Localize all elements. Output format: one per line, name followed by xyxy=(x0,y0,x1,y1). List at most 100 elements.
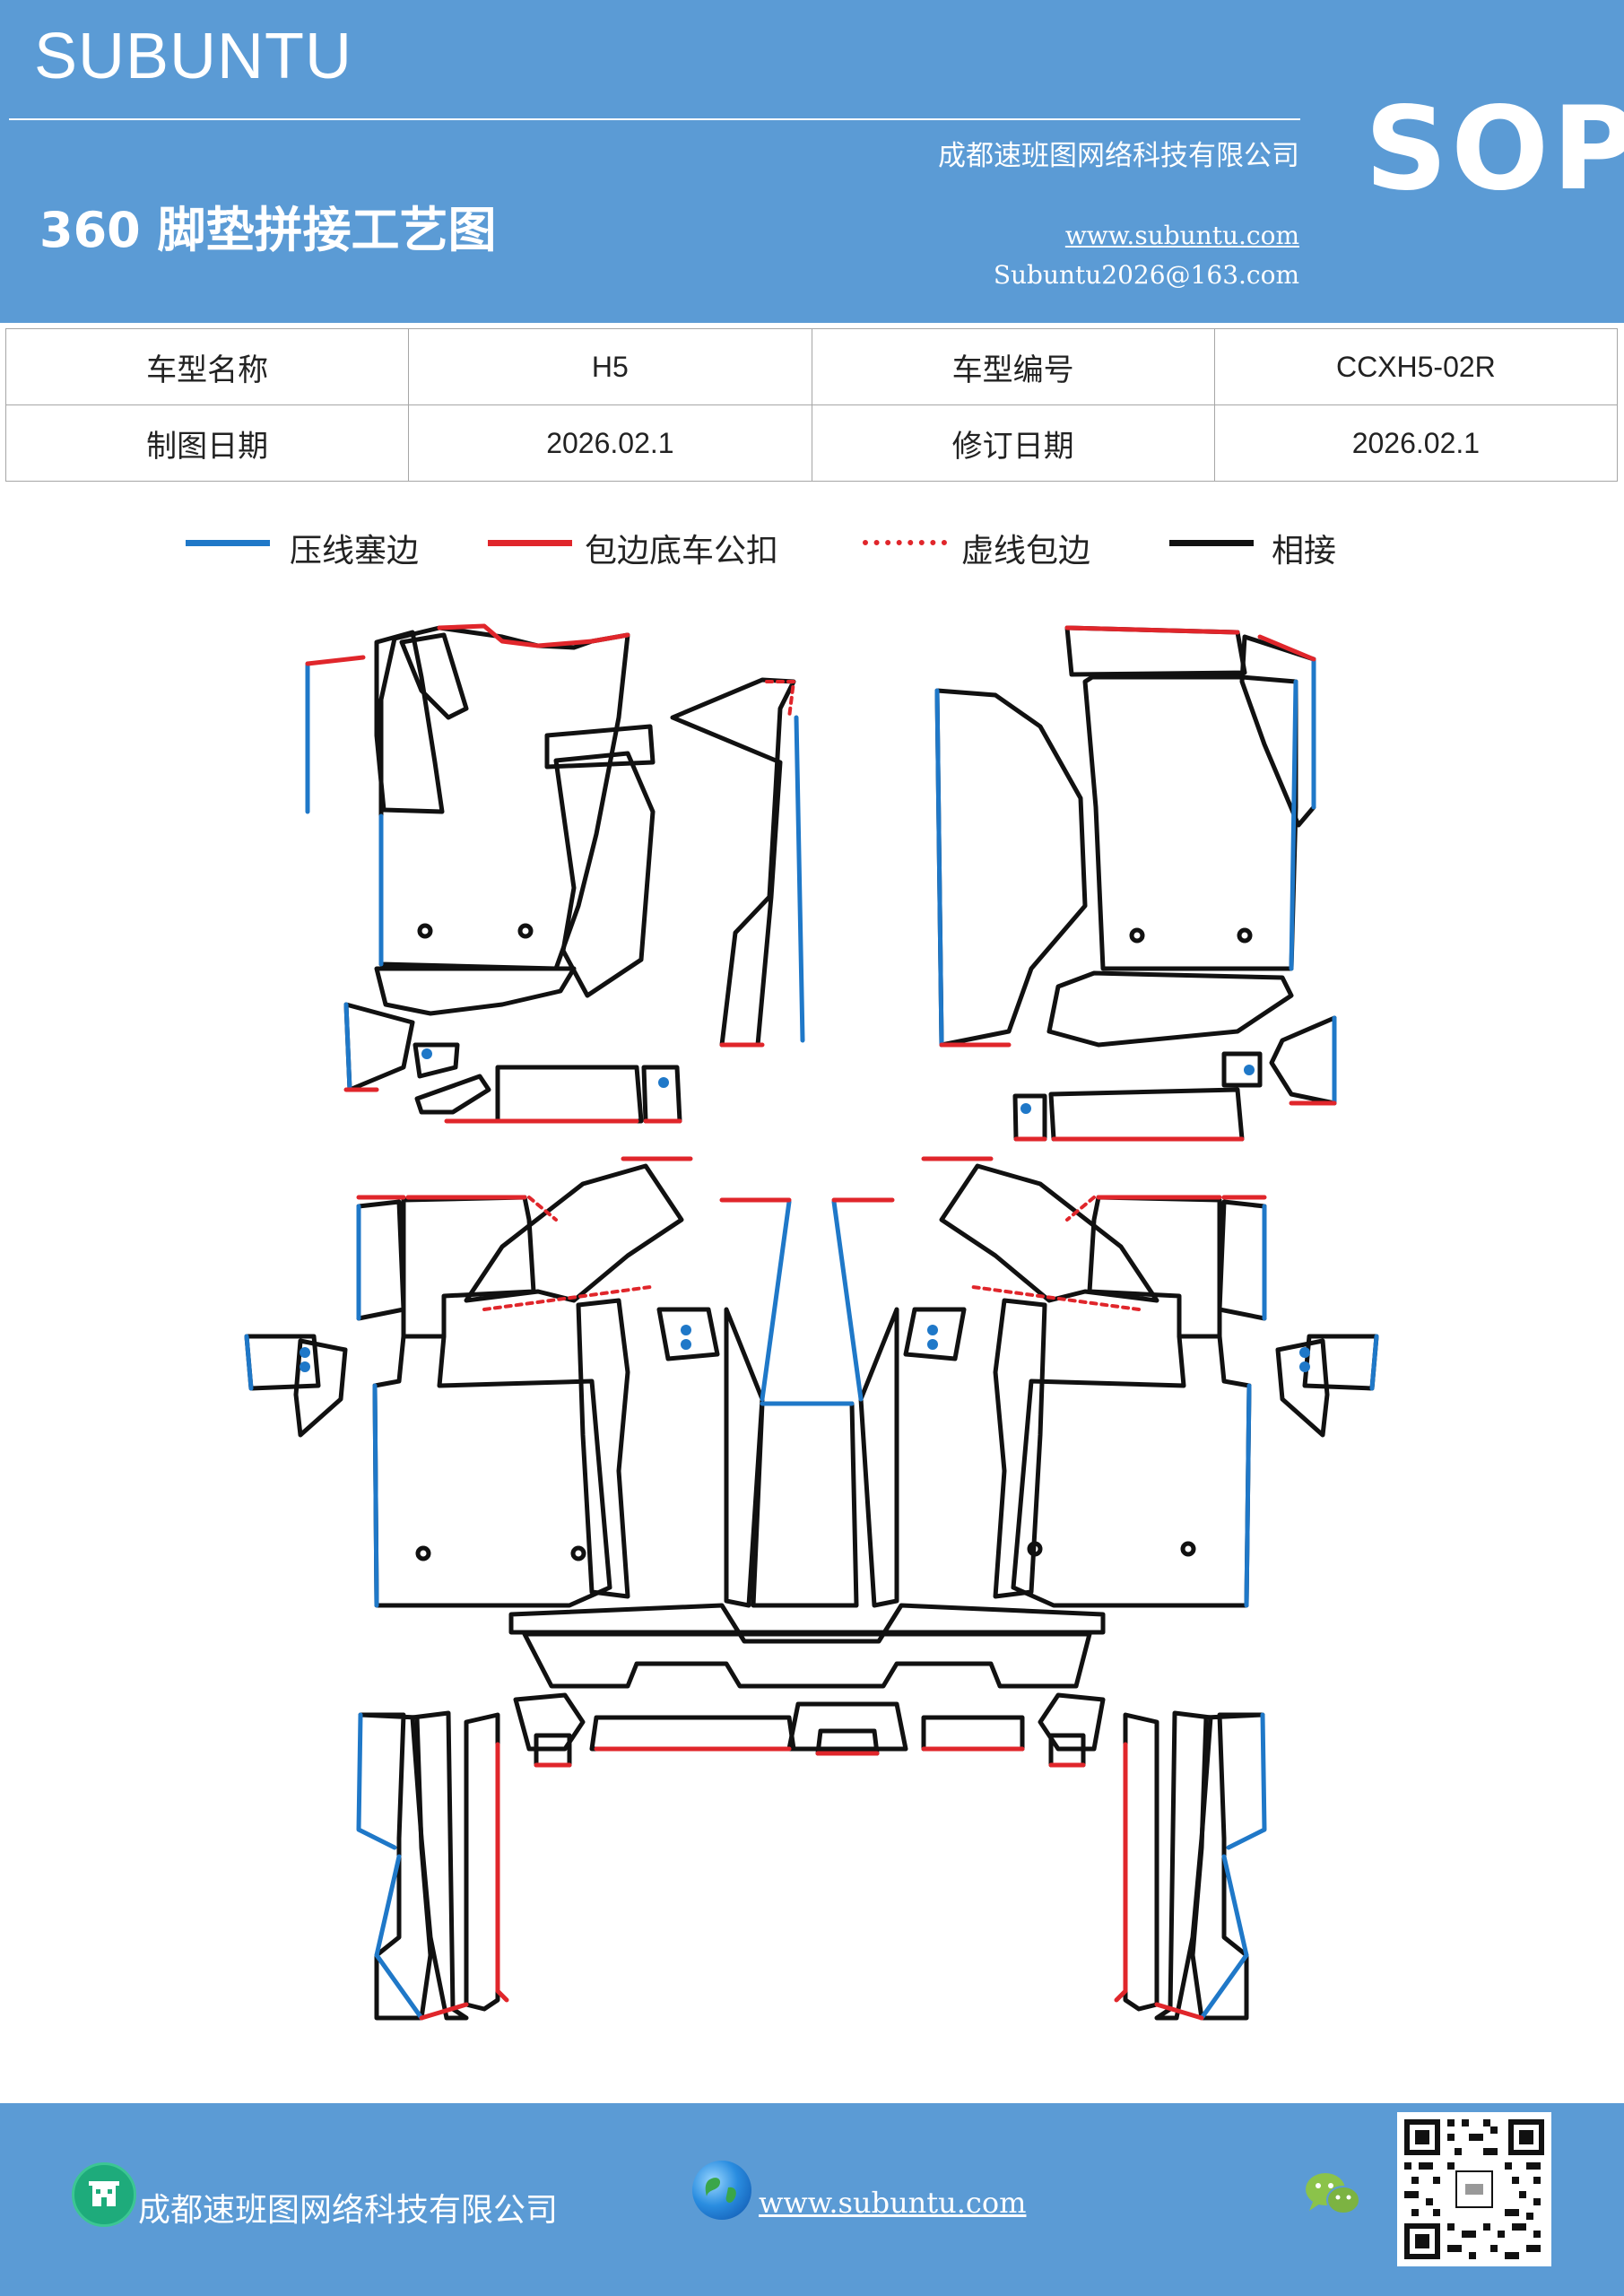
legend-label: 相接 xyxy=(1272,533,1337,570)
blue-edge xyxy=(760,1199,792,1402)
center-tunnel-flank-right xyxy=(858,1307,899,1608)
legend-swatch-black xyxy=(1169,540,1254,546)
rear-left-pocket xyxy=(656,1307,720,1361)
revision-date-value: 2026.02.1 xyxy=(1213,404,1619,482)
model-code-label: 车型编号 xyxy=(811,328,1215,405)
clip-dot xyxy=(1020,1103,1031,1114)
table-row: 制图日期 2026.02.1 修订日期 2026.02.1 xyxy=(4,404,1619,482)
mat-clip-hole xyxy=(1129,927,1145,944)
mat-clip-hole xyxy=(1237,927,1253,944)
clip-dot xyxy=(681,1325,691,1335)
rear-right-pocket xyxy=(903,1307,967,1361)
model-name-value: H5 xyxy=(408,328,812,405)
rear-left-tab-pocket xyxy=(293,1338,348,1438)
front-left-inner-strip xyxy=(399,632,469,720)
blue-edge xyxy=(374,1952,424,2021)
header-divider xyxy=(9,118,1300,120)
front-right-sill-end xyxy=(1012,1093,1047,1142)
revision-date-label: 修订日期 xyxy=(811,404,1215,482)
legend-swatch-red-dotted xyxy=(863,540,947,545)
red-edge xyxy=(1154,2002,1204,2021)
clip-dot xyxy=(681,1339,691,1350)
red-edge xyxy=(419,2002,469,2021)
front-right-footwell xyxy=(1046,970,1294,1048)
front-left-tunnel-panel xyxy=(670,677,796,1048)
red-edge xyxy=(305,655,366,666)
header-banner: SUBUNTU 成都速班图网络科技有限公司 360 脚垫拼接工艺图 www.su… xyxy=(0,0,1624,323)
footer-banner: 成都速班图网络科技有限公司 www.subuntu.com xyxy=(0,2103,1624,2296)
blue-edge xyxy=(356,1712,397,1850)
legend-swatch-red xyxy=(488,540,572,546)
third-row-strip-right xyxy=(921,1715,1025,1752)
front-left-heel-block xyxy=(343,1002,415,1092)
front-right-side-panel xyxy=(1239,634,1316,828)
legend-swatch-blue xyxy=(186,540,270,546)
rear-left-side xyxy=(356,1199,406,1321)
clip-dot xyxy=(927,1339,938,1350)
drawing-date-value: 2026.02.1 xyxy=(408,404,812,482)
clip-dot xyxy=(658,1077,669,1088)
blue-edge xyxy=(831,1199,864,1402)
rear-right-upper xyxy=(1087,1195,1222,1339)
rear-left-upper xyxy=(401,1195,536,1339)
mat-clip-hole xyxy=(1180,1541,1196,1557)
center-tunnel-flank-left xyxy=(724,1307,765,1608)
blue-edge xyxy=(1221,1854,1249,1958)
blue-edge xyxy=(1226,1712,1267,1850)
table-row: 车型名称 H5 车型编号 CCXH5-02R xyxy=(4,328,1619,405)
red-dotted-edge xyxy=(765,680,795,719)
third-row-strip-left xyxy=(589,1715,796,1752)
blue-edge xyxy=(244,1334,254,1391)
rear-right-arch xyxy=(939,1163,1159,1303)
rear-right-side xyxy=(1217,1199,1267,1321)
blue-edge xyxy=(1244,1383,1252,1608)
lower-right-pillar-strip xyxy=(1123,1712,1159,2012)
clip-dot xyxy=(1299,1347,1310,1358)
mat-clip-hole xyxy=(570,1545,586,1561)
legend-label: 虚线包边 xyxy=(961,533,1091,570)
globe-icon xyxy=(692,2161,751,2220)
blue-edge xyxy=(1199,1952,1249,2021)
mat-clip-hole xyxy=(1027,1541,1043,1557)
front-left-sill xyxy=(495,1065,644,1124)
qr-code[interactable] xyxy=(1397,2112,1551,2266)
dotted-edge-lines xyxy=(482,680,1141,1311)
red-edge xyxy=(1064,625,1240,635)
lower-left-pillar-inner xyxy=(410,1710,469,2021)
red-dotted-edge xyxy=(1065,1196,1096,1222)
brand-logo-text: SUBUNTU xyxy=(34,21,353,92)
binding-edge-lines xyxy=(305,623,1337,2021)
clip-dot xyxy=(421,1048,432,1059)
blue-edge xyxy=(934,688,944,1048)
rear-bench-lower xyxy=(522,1631,1092,1689)
lower-left-pillar-strip xyxy=(464,1712,500,2012)
mat-clip-hole xyxy=(415,1545,431,1561)
rear-right-mat xyxy=(1011,1334,1252,1608)
front-left-footwell xyxy=(374,966,577,1016)
footer-company-name: 成都速班图网络科技有限公司 xyxy=(138,2192,559,2229)
front-right-heel-block xyxy=(1269,1015,1337,1106)
third-row-corner-left xyxy=(513,1692,586,1752)
header-company-name: 成都速班图网络科技有限公司 xyxy=(938,140,1299,172)
blue-edge xyxy=(374,1854,402,1958)
center-tunnel-upper xyxy=(751,1401,859,1608)
rear-left-center-strip xyxy=(576,1298,630,1599)
front-right-top-panel xyxy=(1064,625,1247,677)
sop-badge: SOP xyxy=(1365,83,1624,216)
model-code-value: CCXH5-02R xyxy=(1213,328,1619,405)
wechat-icon[interactable] xyxy=(1302,2168,1365,2222)
clip-dot xyxy=(300,1361,310,1372)
clip-dots xyxy=(300,1048,1310,1372)
front-right-sill xyxy=(1048,1087,1245,1142)
front-left-clip-a xyxy=(413,1042,460,1079)
red-edge xyxy=(1257,634,1316,662)
model-name-label: 车型名称 xyxy=(4,328,410,405)
footer-website-link[interactable]: www.subuntu.com xyxy=(759,2186,1027,2220)
red-edge xyxy=(1114,1742,1128,2003)
blue-edge xyxy=(1369,1334,1379,1391)
header-website-link[interactable]: www.subuntu.com xyxy=(1064,221,1299,250)
rear-left-arch xyxy=(464,1163,684,1303)
red-edge xyxy=(437,623,630,648)
blue-edge xyxy=(1289,679,1298,971)
vehicle-info-table: 车型名称 H5 车型编号 CCXH5-02R 制图日期 2026.02.1 修订… xyxy=(4,328,1619,482)
